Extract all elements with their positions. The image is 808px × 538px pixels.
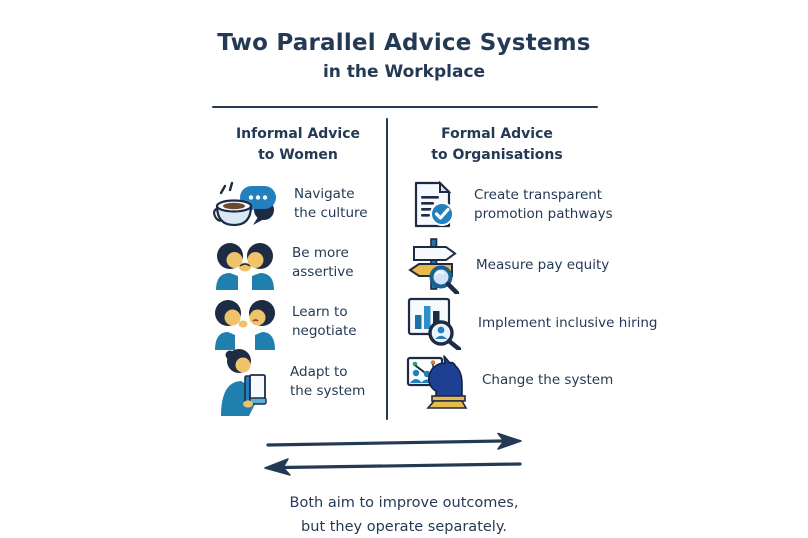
item-label: Navigate the culture — [294, 186, 368, 221]
document-check-icon — [406, 180, 460, 230]
column-divider — [386, 118, 388, 420]
coffee-chat-icon — [210, 177, 280, 231]
footer-caption: Both aim to improve outcomes, but they o… — [289, 495, 519, 535]
item-label: Learn to negotiate — [292, 304, 357, 339]
item-label: Implement inclusive hiring — [478, 314, 658, 331]
exchange-arrows — [250, 430, 540, 484]
list-item: Adapt to the system — [214, 348, 365, 416]
chess-knight-icon — [406, 350, 468, 410]
signpost-magnifier-icon — [406, 236, 462, 294]
page-title: Two Parallel Advice Systems — [217, 30, 591, 56]
right-column-header: Formal Advice to Organisations — [431, 126, 563, 163]
list-item: Measure pay equity — [406, 236, 609, 294]
chart-magnifier-icon — [406, 296, 464, 350]
conversation-icon — [212, 294, 278, 350]
list-item: Be more assertive — [212, 236, 354, 290]
item-label: Adapt to the system — [290, 364, 366, 399]
page-subtitle: in the Workplace — [322, 62, 486, 82]
left-column-header: Informal Advice to Women — [235, 126, 361, 163]
item-label: Create transparent promotion pathways — [474, 187, 613, 222]
list-item: Learn to negotiate — [212, 294, 357, 350]
item-label: Change the system — [482, 371, 614, 388]
item-label: Be more assertive — [292, 245, 354, 280]
whisper-icon — [212, 236, 278, 290]
list-item: Change the system — [406, 350, 613, 410]
item-label: Measure pay equity — [476, 256, 610, 273]
list-item: Implement inclusive hiring — [406, 296, 658, 350]
list-item: Navigate the culture — [210, 177, 368, 231]
woman-reading-icon — [214, 348, 276, 416]
horizontal-rule — [212, 106, 598, 108]
list-item: Create transparent promotion pathways — [406, 180, 613, 230]
